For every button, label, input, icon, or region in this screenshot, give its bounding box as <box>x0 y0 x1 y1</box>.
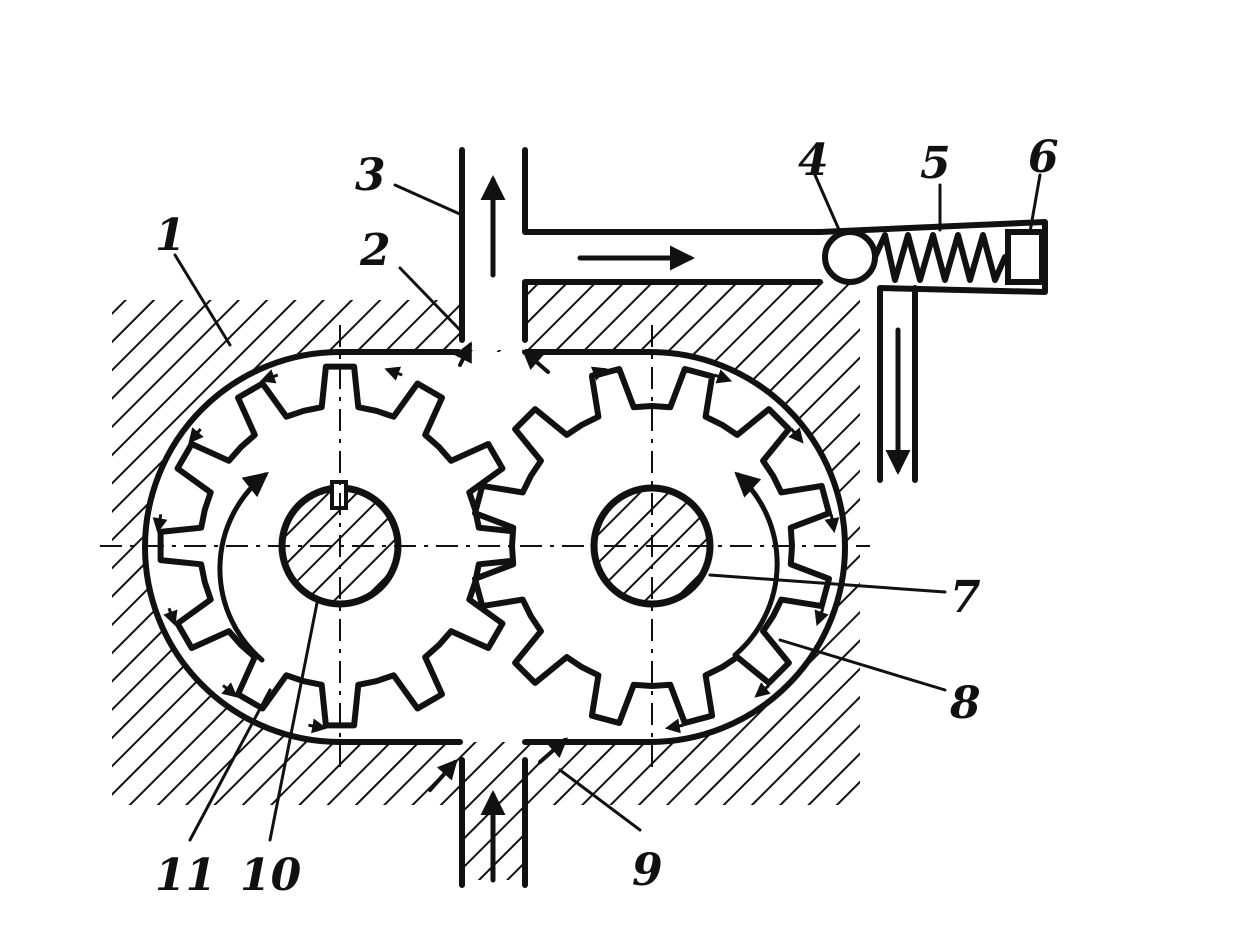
right-tooth-arrow-1 <box>713 369 733 384</box>
leader-10 <box>268 596 320 842</box>
leader-2 <box>398 266 462 332</box>
left-tooth-arrow-5 <box>221 682 238 698</box>
cavity-flow-arrow-4 <box>521 349 550 374</box>
left-tooth-arrow-1 <box>259 369 279 384</box>
leader-1 <box>173 253 232 347</box>
drive-gear-rotation-arrow <box>217 471 269 663</box>
right-tooth-arrow-0 <box>589 366 608 381</box>
callout-3: 3 <box>355 150 386 201</box>
valve-plug <box>1005 229 1045 285</box>
left-tooth-arrow-3 <box>152 514 168 534</box>
callout-8: 8 <box>949 678 981 729</box>
driven-gear-rotation-arrow <box>732 471 780 658</box>
leader-8 <box>778 638 947 692</box>
cavity-flow-arrow-1 <box>428 759 458 792</box>
tooth-flow-arrows <box>152 366 840 734</box>
left-tooth-arrow-0 <box>384 366 403 381</box>
callout-10: 10 <box>240 850 302 901</box>
left-tooth-arrow-2 <box>188 427 204 444</box>
left-tooth-arrow-4 <box>163 607 178 627</box>
callout-11: 11 <box>155 850 216 901</box>
left-tooth-arrow-6 <box>308 718 328 734</box>
leader-9 <box>558 768 642 832</box>
pump-housing <box>112 282 860 880</box>
callout-6: 6 <box>1028 132 1059 183</box>
right-tooth-arrow-4 <box>814 607 829 627</box>
inlet-channel <box>459 757 528 888</box>
callout-2: 2 <box>359 225 391 276</box>
right-tooth-arrow-3 <box>824 514 840 534</box>
right-tooth-arrow-6 <box>664 718 684 734</box>
leader-4 <box>813 173 842 234</box>
leader-7 <box>708 573 947 594</box>
right-tooth-arrow-2 <box>788 427 804 444</box>
callout-7: 7 <box>950 572 981 623</box>
callout-9: 9 <box>632 845 663 896</box>
valve-ball <box>822 229 878 285</box>
outlet-channel <box>459 147 823 343</box>
cavity-flow-arrow-3 <box>453 341 472 367</box>
right-tooth-arrow-5 <box>754 682 771 698</box>
cavity-flow-arrow-2 <box>538 737 569 764</box>
leader-3 <box>393 183 464 217</box>
callout-1: 1 <box>155 210 186 261</box>
bore-center-fill <box>460 330 525 350</box>
callout-4: 4 <box>798 135 829 186</box>
leader-6 <box>1028 173 1042 234</box>
callout-5: 5 <box>920 138 951 189</box>
valve-spring <box>872 232 1008 283</box>
leader-11 <box>188 688 272 842</box>
